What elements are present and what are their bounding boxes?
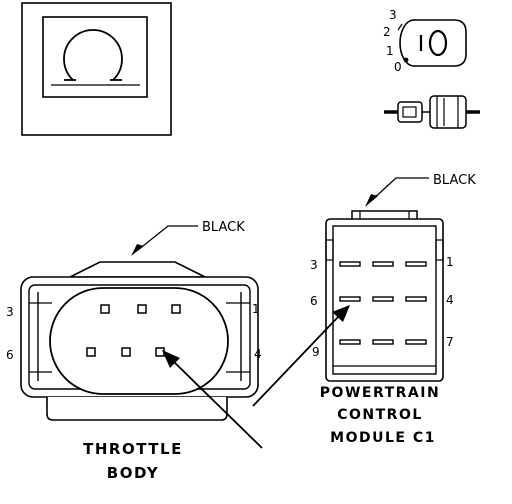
pcm-cavity-4 xyxy=(405,296,427,302)
ignition-switch-icon: 3 2 1 0 xyxy=(383,8,467,74)
throttle-pin-label-3: 3 xyxy=(6,305,14,319)
pcm-cavity-6 xyxy=(339,296,361,302)
pcm-pin-label-4: 4 xyxy=(446,293,454,307)
pcm-cavity-3 xyxy=(339,261,361,267)
key-position-0: 0 xyxy=(394,60,402,74)
pcm-cavity-9 xyxy=(339,339,361,345)
throttle-cavity-1 xyxy=(171,304,181,314)
pcm-c1-connector: BLACK 3 1 6 4 9 7 POW xyxy=(252,173,476,446)
throttle-cavity-2 xyxy=(137,304,147,314)
throttle-cavity-6 xyxy=(86,347,96,357)
throttle-cavity-3 xyxy=(100,304,110,314)
throttle-pin-label-4: 4 xyxy=(254,347,262,361)
pcm-cavity-2 xyxy=(372,261,394,267)
pcm-cavity-7 xyxy=(405,339,427,345)
pcm-cavity-1 xyxy=(405,261,427,267)
throttle-body-name-line2: BODY xyxy=(107,464,159,482)
throttle-body-name-line1: THROTTLE xyxy=(83,440,183,458)
pcm-pin-label-6: 6 xyxy=(310,294,318,308)
pcm-pin-label-9: 9 xyxy=(312,345,320,359)
pcm-pin-label-3: 3 xyxy=(310,258,318,272)
key-position-1: 1 xyxy=(386,44,394,58)
throttle-black-label: BLACK xyxy=(202,220,245,235)
throttle-cavity-5 xyxy=(121,347,131,357)
throttle-body-connector: BLACK 3 1 6 4 THROTTLE xyxy=(6,220,263,482)
ohmmeter-icon xyxy=(21,2,172,136)
pcm-pin-label-1: 1 xyxy=(446,255,454,269)
connector-plug-icon xyxy=(384,95,480,129)
pcm-name-line1: POWERTRAIN xyxy=(320,385,440,401)
pcm-name-line2: CONTROL xyxy=(337,407,423,423)
pcm-name-line3: MODULE C1 xyxy=(330,430,436,446)
key-position-2: 2 xyxy=(383,25,391,39)
pcm-black-label: BLACK xyxy=(433,173,476,188)
throttle-pin-label-1: 1 xyxy=(252,302,260,316)
pcm-cavity-5 xyxy=(372,296,394,302)
throttle-pin-label-6: 6 xyxy=(6,348,14,362)
pcm-cavity-8 xyxy=(372,339,394,345)
pcm-pin-label-7: 7 xyxy=(446,335,454,349)
key-position-3: 3 xyxy=(389,8,397,22)
